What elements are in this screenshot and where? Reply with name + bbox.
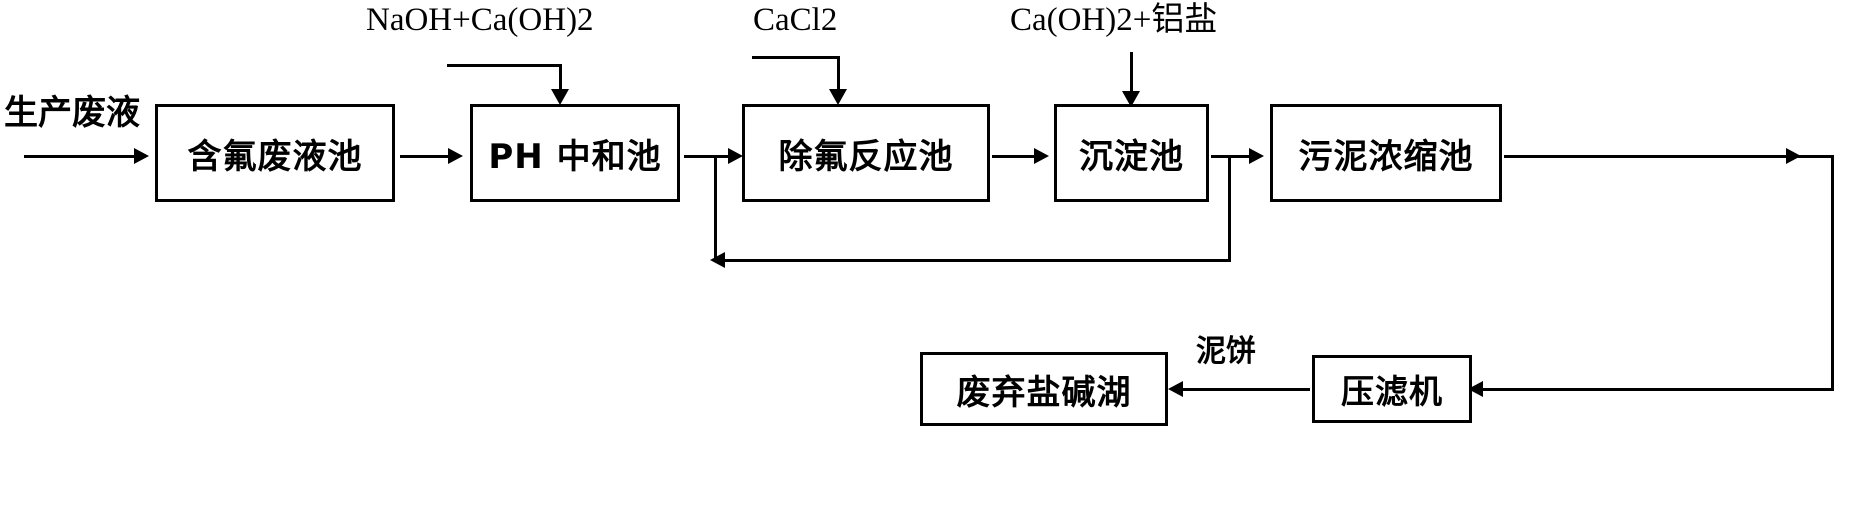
reagent-label-naoh-caoh2: NaOH+Ca(OH)2 <box>366 2 594 38</box>
feed-connector-line <box>24 155 136 158</box>
process-box-filter-press[interactable]: 压滤机 <box>1312 355 1472 423</box>
process-box-sedimentation-tank[interactable]: 沉淀池 <box>1054 104 1209 202</box>
connector-tank3-to-tank4-arrowhead <box>1034 148 1049 164</box>
connector-tank1-to-tank2 <box>400 155 450 158</box>
reagent-label-cacl2: CaCl2 <box>753 2 838 38</box>
reagent-2-connector-horizontal <box>752 56 840 59</box>
feed-label-production-waste-liquid: 生产废液 <box>4 93 140 133</box>
process-box-defluorination-reaction-tank[interactable]: 除氟反应池 <box>742 104 990 202</box>
connector-filter-press-to-lake-arrowhead <box>1168 381 1183 397</box>
reagent-3-arrowhead <box>1122 91 1140 107</box>
reagent-2-arrowhead <box>829 89 847 105</box>
connector-tank4-to-tank5 <box>1211 155 1255 158</box>
connector-tank3-to-tank4 <box>992 155 1036 158</box>
process-box-ph-neutralization-tank[interactable]: PH 中和池 <box>470 104 680 202</box>
connector-tank5-to-filter-press-horizontal <box>1504 155 1834 158</box>
connector-tank5-outlet-arrowhead <box>1786 148 1801 164</box>
reagent-3-connector-vertical <box>1130 52 1133 96</box>
connector-tank2-to-tank3 <box>684 155 732 158</box>
connector-to-filter-press-inlet <box>1478 388 1834 391</box>
process-box-fluorine-waste-liquid-tank[interactable]: 含氟废液池 <box>155 104 395 202</box>
connector-tank2-to-tank3-arrowhead <box>728 148 743 164</box>
recycle-downcomer-line <box>1228 155 1231 262</box>
process-box-abandoned-saline-alkali-lake[interactable]: 废弃盐碱湖 <box>920 352 1168 426</box>
reagent-label-caoh2-aluminum-salt: Ca(OH)2+铝盐 <box>1010 2 1218 38</box>
reagent-1-arrowhead <box>551 89 569 105</box>
connector-tank1-to-tank2-arrowhead <box>448 148 463 164</box>
reagent-1-connector-horizontal <box>447 64 562 67</box>
connector-filter-press-to-lake <box>1180 388 1310 391</box>
recycle-return-arrowhead <box>710 252 725 268</box>
connector-tank5-to-filter-press-vertical <box>1831 155 1834 390</box>
feed-arrowhead <box>134 148 149 164</box>
reagent-2-connector-vertical <box>837 56 840 92</box>
process-box-sludge-thickening-tank[interactable]: 污泥浓缩池 <box>1270 104 1502 202</box>
connector-tank4-to-tank5-arrowhead <box>1249 148 1264 164</box>
reagent-1-connector-vertical <box>559 64 562 92</box>
recycle-return-line <box>722 259 1231 262</box>
flow-label-mud-cake: 泥饼 <box>1196 334 1256 369</box>
recycle-riser-line <box>714 155 717 262</box>
